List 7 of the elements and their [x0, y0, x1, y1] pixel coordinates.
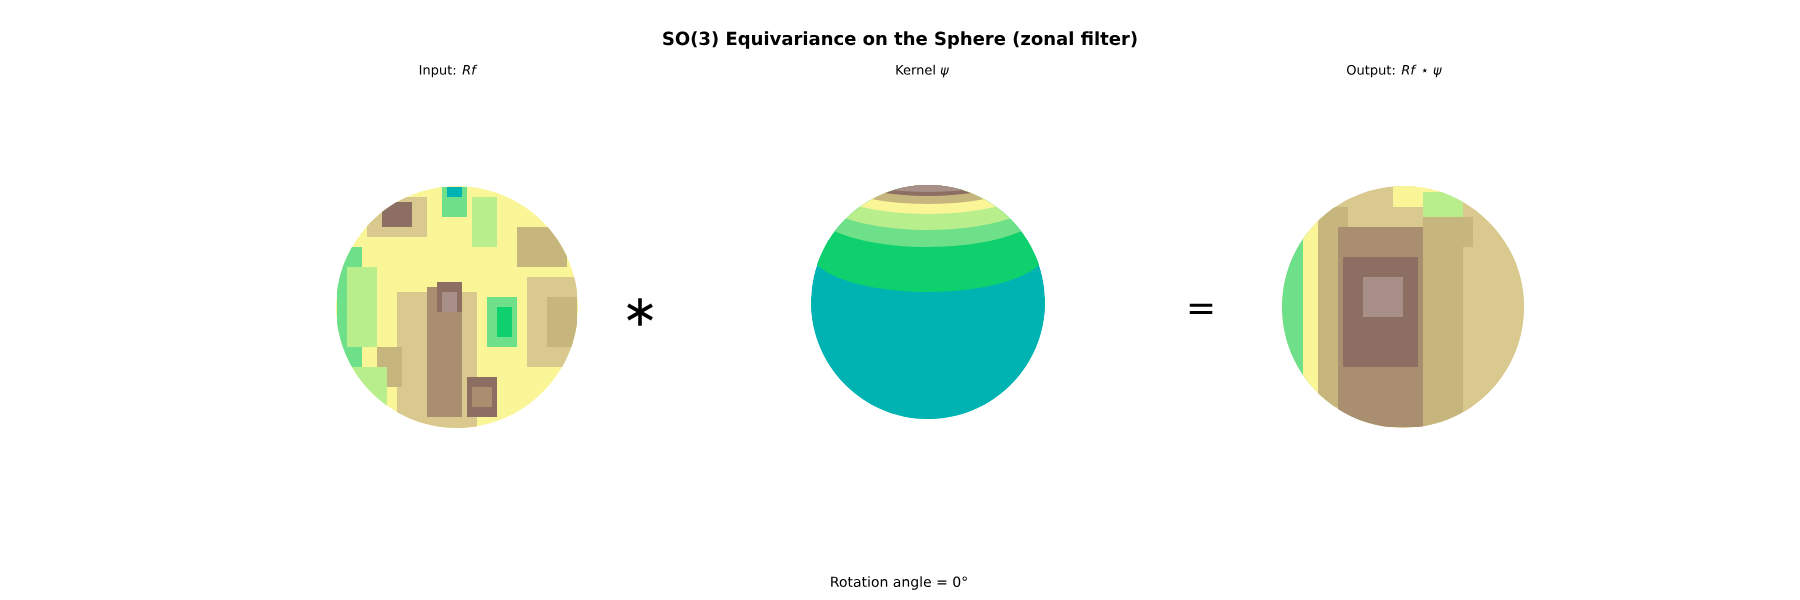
caption-text: Rotation angle = 0° [831, 576, 967, 590]
title: SO(3) Equivariance on the Sphere (zonal filter) [663, 31, 1137, 49]
panel-title: Input: Rf [419, 64, 478, 78]
panel-title: Kernel ψ [896, 64, 949, 78]
panel-title: Output: Rf ⋆ ψ [1347, 64, 1442, 78]
operator-symbol: ∗ [627, 298, 653, 326]
operator-symbol: = [1189, 303, 1213, 314]
